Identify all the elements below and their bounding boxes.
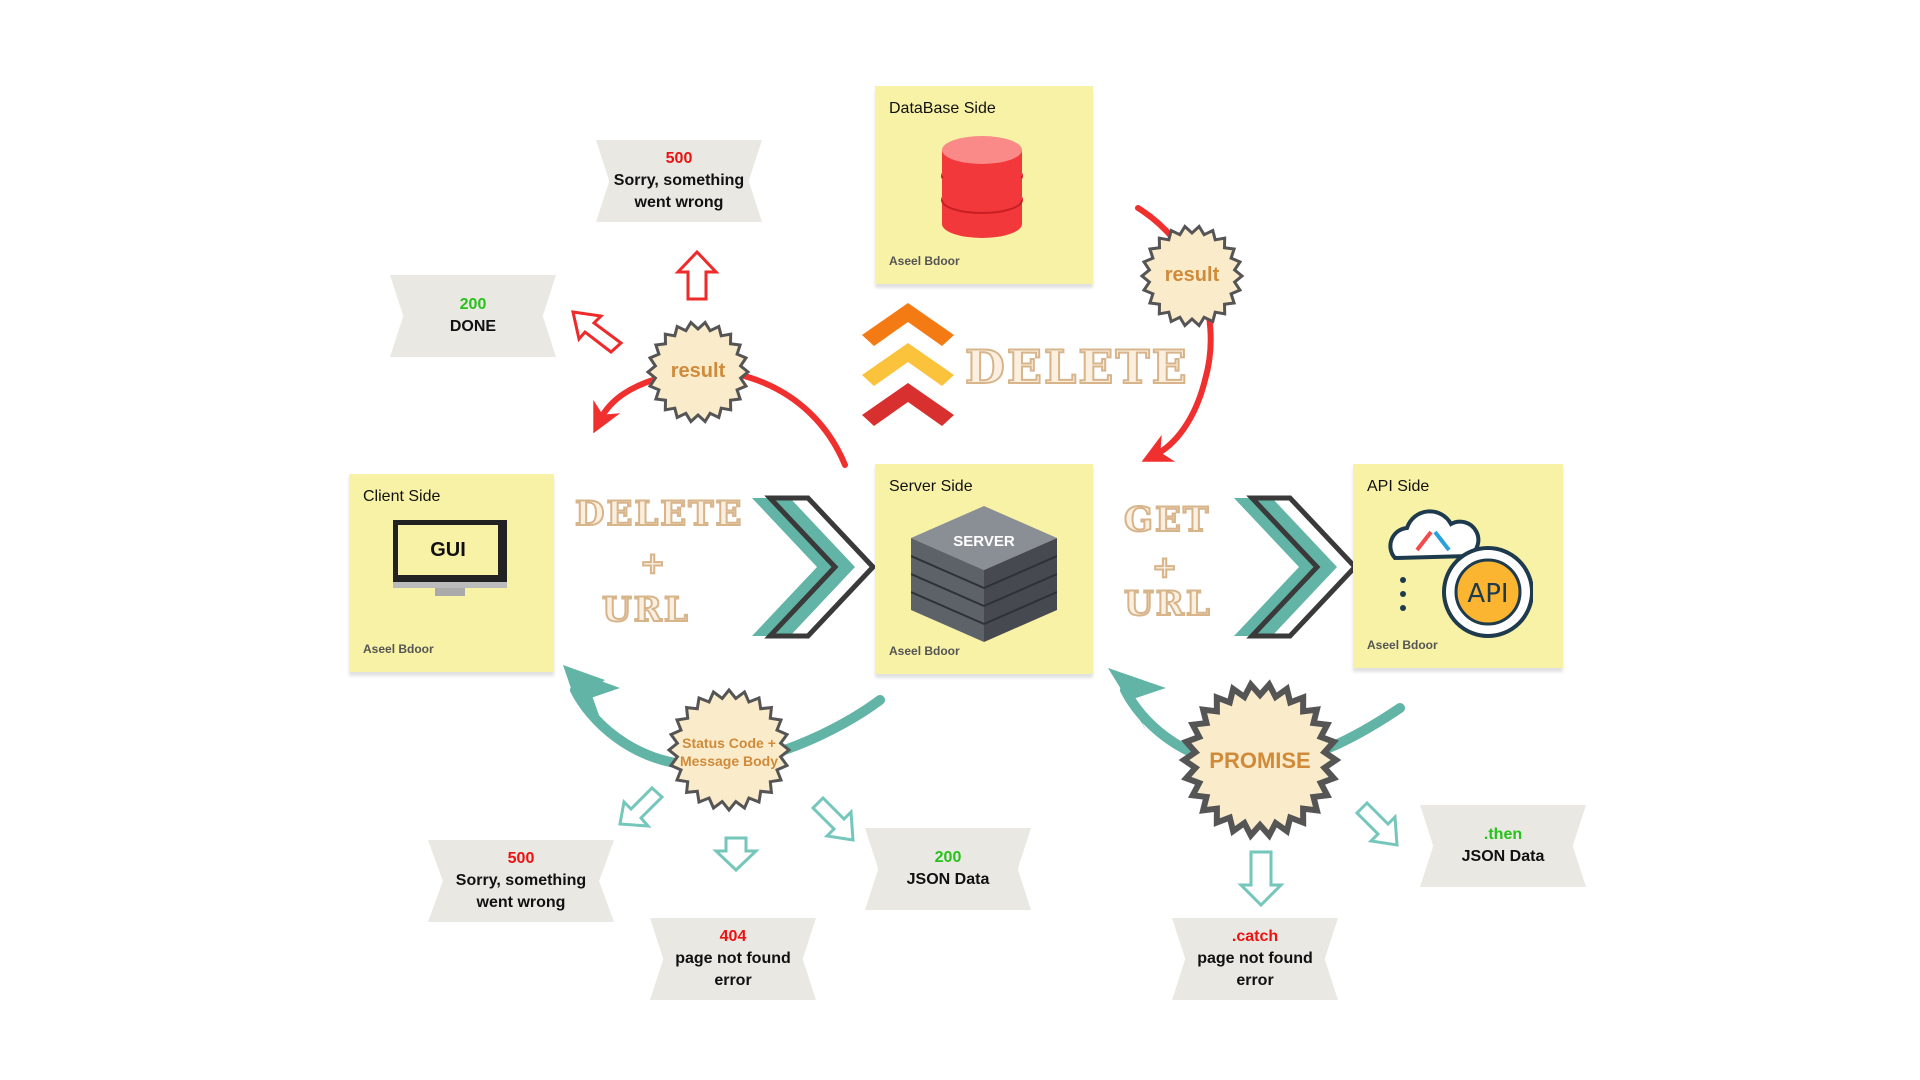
database-note: DataBase Side Aseel Bdoor (875, 86, 1093, 284)
api-note-title: API Side (1367, 478, 1430, 495)
double-chevron-right-icon (752, 495, 1359, 639)
client-request-url: URL (601, 589, 690, 631)
api-request-plus: + (1151, 549, 1180, 586)
hollow-arrow-down (712, 836, 760, 873)
database-note-title: DataBase Side (889, 100, 996, 117)
banner-promise-catch-text: page not found error (1197, 950, 1313, 989)
badge-status-label: Status Code + Message Body (679, 735, 779, 769)
client-request-method: DELETE (574, 493, 744, 535)
client-note-author: Aseel Bdoor (363, 642, 434, 656)
hollow-arrow-up-left (571, 310, 624, 354)
badge-promise-label: PROMISE (1209, 748, 1311, 773)
api-note: API Side API Aseel Bdoor (1353, 464, 1563, 668)
badge-result-left-label: result (670, 360, 726, 382)
banner-bottom-ok-text: JSON Data (906, 871, 990, 888)
api-gear-icon: API (1388, 509, 1533, 638)
banner-promise-then: .then JSON Data (1420, 805, 1586, 887)
delete-to-db-label: DELETE (964, 339, 1189, 395)
client-note-title: Client Side (363, 488, 441, 505)
badge-result-left (645, 320, 751, 424)
banner-promise-then-text: JSON Data (1461, 848, 1545, 865)
server-note: Server Side SERVER Aseel Bdoor (875, 464, 1093, 674)
chevron-up-stack-icon (862, 303, 954, 426)
client-request-plus: + (639, 545, 668, 582)
hollow-arrow-up (674, 249, 720, 301)
banner-top-ok-text: DONE (449, 318, 497, 335)
badge-result-right (1139, 224, 1245, 328)
banner-promise-then-code: .then (1483, 826, 1523, 843)
api-request-url: URL (1123, 583, 1212, 625)
banner-top-ok-code: 200 (459, 296, 487, 313)
banner-bottom-ok: 200 JSON Data (865, 828, 1031, 910)
monitor-icon: GUI (393, 520, 507, 602)
hollow-arrow-down-left (618, 785, 665, 828)
banner-bottom-notfound-code: 404 (719, 928, 747, 945)
server-note-title: Server Side (889, 478, 973, 495)
banner-promise-catch: .catch page not found error (1172, 918, 1338, 1000)
api-request-method: GET (1123, 499, 1211, 541)
hollow-arrow-down-right-promise (1354, 800, 1399, 847)
hollow-arrow-down-promise (1237, 850, 1285, 908)
server-rack-label: SERVER (953, 533, 1015, 550)
teal-arrowhead-left-body (565, 668, 620, 730)
badge-result-right-label: result (1164, 264, 1220, 286)
banner-top-error: 500 Sorry, something went wrong (596, 140, 762, 222)
client-note: Client Side GUI Aseel Bdoor (349, 474, 554, 672)
banner-bottom-error: 500 Sorry, something went wrong (428, 840, 614, 922)
server-rack-icon: SERVER (911, 506, 1057, 642)
banner-bottom-notfound: 404 page not found error (650, 918, 816, 1000)
server-note-author: Aseel Bdoor (889, 644, 960, 658)
database-icon (941, 136, 1023, 238)
hollow-arrow-down-right (810, 795, 855, 842)
banner-promise-catch-code: .catch (1231, 928, 1279, 945)
banner-bottom-ok-code: 200 (934, 849, 962, 866)
badge-status (666, 687, 792, 813)
banner-bottom-error-text: Sorry, something went wrong (455, 872, 587, 911)
monitor-screen-label: GUI (398, 525, 498, 575)
database-note-author: Aseel Bdoor (889, 254, 960, 268)
banner-top-error-text: Sorry, something went wrong (613, 172, 745, 211)
api-icon-label: API (1467, 579, 1508, 609)
badge-promise (1178, 679, 1342, 841)
api-note-author: Aseel Bdoor (1367, 638, 1438, 652)
banner-top-ok: 200 DONE (390, 275, 556, 357)
teal-arrowhead-right (1108, 668, 1166, 730)
banner-top-error-code: 500 (665, 150, 693, 167)
banner-bottom-error-code: 500 (507, 850, 535, 867)
banner-bottom-notfound-text: page not found error (675, 950, 791, 989)
